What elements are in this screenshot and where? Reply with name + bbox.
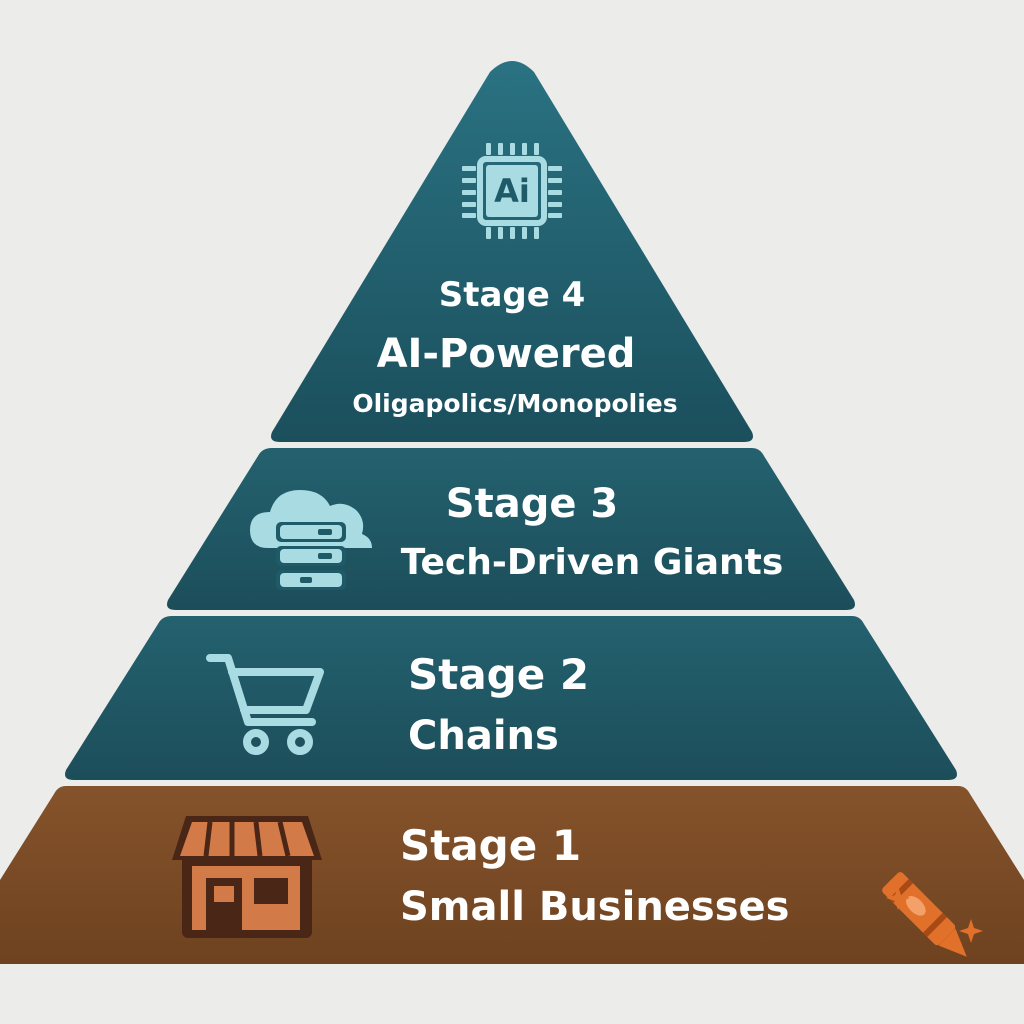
stage-3-title: Tech-Driven Giants bbox=[400, 542, 784, 583]
stage-4-title: AI-Powered bbox=[376, 331, 636, 377]
cloud-server-icon bbox=[250, 490, 372, 590]
ai-chip-icon bbox=[462, 143, 562, 239]
shopping-cart-icon bbox=[206, 654, 324, 755]
stage-4-chip-text: Ai bbox=[494, 172, 530, 210]
stage-3-label: Stage 3 bbox=[445, 481, 619, 527]
stage-1-label: Stage 1 bbox=[400, 821, 582, 870]
stage-4-subtitle: Oligapolics/Monopolies bbox=[352, 389, 678, 418]
stage-1-title: Small Businesses bbox=[400, 884, 790, 930]
stage-2-title: Chains bbox=[408, 713, 559, 759]
stage-4-label: Stage 4 bbox=[438, 275, 586, 315]
stage-2-label: Stage 2 bbox=[408, 650, 590, 699]
crayon-icon bbox=[882, 872, 983, 957]
storefront-icon bbox=[172, 816, 322, 938]
tier-stage-3 bbox=[167, 448, 855, 610]
tier-stage-1 bbox=[0, 786, 1024, 964]
tier-stage-4 bbox=[271, 61, 753, 442]
